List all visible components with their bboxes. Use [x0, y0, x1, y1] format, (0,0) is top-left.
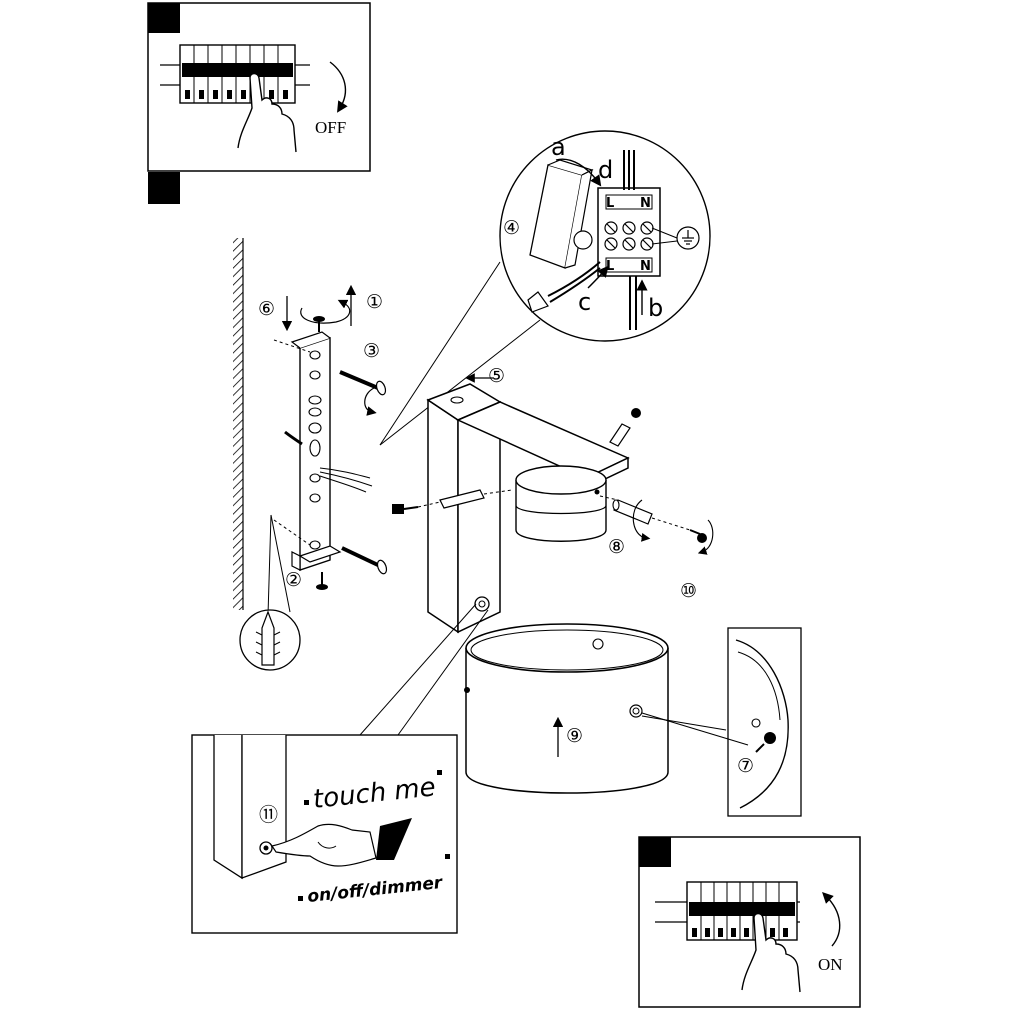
step-2-label: ② — [285, 569, 302, 591]
terminal-neutral-bottom-label: N — [640, 259, 651, 274]
step-10-label: ⑩ — [680, 580, 697, 602]
shade-screw-icon — [755, 732, 776, 753]
breaker-box-icon — [655, 881, 800, 941]
off-label: OFF — [315, 118, 346, 137]
top-stud-icon — [609, 408, 641, 447]
on-label: ON — [818, 955, 843, 974]
switch-on-arrow-icon — [822, 892, 841, 947]
side-dowel-right-icon — [599, 495, 714, 555]
step-4-label: ④ — [503, 217, 520, 239]
hand-pressing-icon — [237, 72, 297, 153]
panel-corner-marker-on — [639, 837, 671, 867]
ground-symbol-icon — [682, 230, 694, 245]
wiring-detail-callout: a d c b L N L N ④ — [379, 130, 711, 446]
lamp-arm-assembly — [426, 383, 630, 634]
terminal-neutral-label: N — [640, 196, 651, 211]
step-11-label: ⑪ — [259, 804, 278, 826]
sleeve-icon — [376, 818, 412, 860]
wall-section — [233, 238, 244, 610]
wire-label-d: d — [598, 156, 613, 184]
wall-plug-icon — [261, 610, 275, 666]
step-3-label: ③ — [363, 340, 380, 362]
step-1-label: ① — [366, 291, 383, 313]
lamp-shade: ⑨ — [464, 623, 669, 794]
breaker-box-icon — [160, 44, 310, 104]
terminal-live-label: L — [606, 196, 614, 211]
step-7-label: ⑦ — [737, 755, 754, 777]
mounting-bracket — [273, 331, 373, 571]
side-screw-left-icon — [392, 489, 513, 514]
panel-corner-marker — [148, 3, 180, 33]
step-6-label: ⑥ — [258, 298, 275, 320]
off-breaker-panel: OFF — [147, 2, 371, 172]
wall-screw-bottom-icon — [341, 543, 388, 575]
finger-touch-icon — [271, 823, 377, 867]
hand-pressing-icon — [741, 912, 801, 993]
step-corner-marker — [148, 172, 180, 204]
terminal-live-bottom-label: L — [606, 259, 614, 274]
step-8-label: ⑧ — [608, 536, 625, 558]
wire-label-a: a — [551, 133, 566, 161]
wall-plug-detail — [239, 514, 301, 671]
wire-label-b: b — [648, 294, 663, 322]
switch-off-arrow-icon — [329, 61, 348, 113]
screw-rotate-arrow-icon — [364, 387, 377, 416]
shade-screw-detail: ⑦ — [641, 627, 802, 817]
rotate-arrow-icon — [300, 299, 351, 324]
on-breaker-panel: ON — [638, 836, 861, 1008]
top-screw-icon — [313, 316, 325, 332]
wall-screw-top-icon — [339, 367, 387, 396]
step-9-label: ⑨ — [566, 725, 583, 747]
touch-control-panel: touch me on/off/dimmer ⑪ — [191, 603, 489, 934]
step-5-label: ⑤ — [488, 365, 505, 387]
wire-label-c: c — [578, 288, 591, 316]
bottom-screw-icon — [316, 572, 328, 590]
